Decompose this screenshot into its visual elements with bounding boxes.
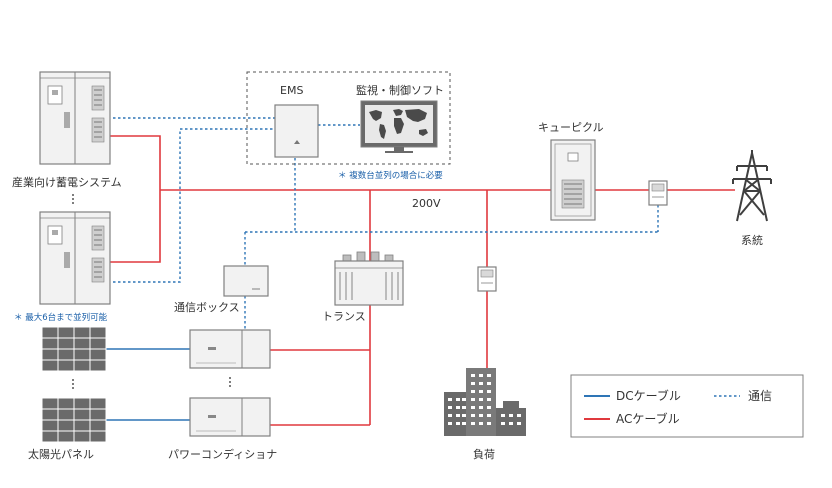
storage-label: 産業向け蓄電システム: [12, 175, 122, 189]
comm-lines: [108, 117, 659, 330]
comm-box[interactable]: [223, 265, 269, 297]
ems-group-frame: [246, 71, 451, 165]
ac-storage-1: [108, 135, 161, 190]
legend: DCケーブル 通信 ACケーブル: [570, 374, 804, 438]
pcs-1[interactable]: [189, 329, 271, 369]
comm-storage-2: [108, 128, 275, 283]
solar-panel-2[interactable]: [41, 397, 107, 443]
cubicle-label: キューピクル: [538, 121, 604, 134]
legend-comm-label: 通信: [748, 389, 772, 403]
solar-panel-1[interactable]: [41, 326, 107, 372]
storage-continuation-dots: [72, 194, 74, 204]
storage-system-2[interactable]: [39, 211, 111, 305]
ac-storage-2: [108, 190, 161, 263]
solar-label: 太陽光パネル: [28, 447, 94, 461]
power-tower-icon: [732, 150, 772, 222]
load-label: 負荷: [473, 448, 495, 461]
ems-label: EMS: [280, 84, 303, 97]
cubicle[interactable]: [550, 139, 596, 221]
legend-dc-label: DCケーブル: [616, 388, 681, 403]
software-label: 監視・制御ソフト: [356, 83, 444, 97]
voltage-label: 200V: [412, 197, 441, 210]
transformer[interactable]: [334, 251, 404, 306]
meter-load[interactable]: [477, 266, 497, 292]
monitor-icon[interactable]: [360, 100, 438, 153]
transformer-label: トランス: [322, 310, 366, 323]
grid-label: 系統: [741, 233, 763, 247]
legend-ac-label: ACケーブル: [616, 411, 680, 426]
ac-cables: [108, 135, 735, 426]
pcs-label: パワーコンディショナ: [168, 447, 277, 461]
comm-box-label: 通信ボックス: [174, 301, 240, 314]
ems-unit[interactable]: [274, 104, 319, 158]
solar-continuation-dots: [72, 379, 74, 389]
buildings-icon: [444, 368, 526, 436]
pcs-continuation-dots: [229, 377, 231, 387]
dc-cables: [105, 348, 190, 421]
storage-note: ＊ 最大6台まで並列可能: [14, 312, 108, 323]
meter-grid[interactable]: [648, 180, 668, 206]
ems-note: ＊ 複数台並列の場合に必要: [338, 170, 443, 181]
pcs-2[interactable]: [189, 397, 271, 437]
storage-system-1[interactable]: [39, 71, 111, 165]
